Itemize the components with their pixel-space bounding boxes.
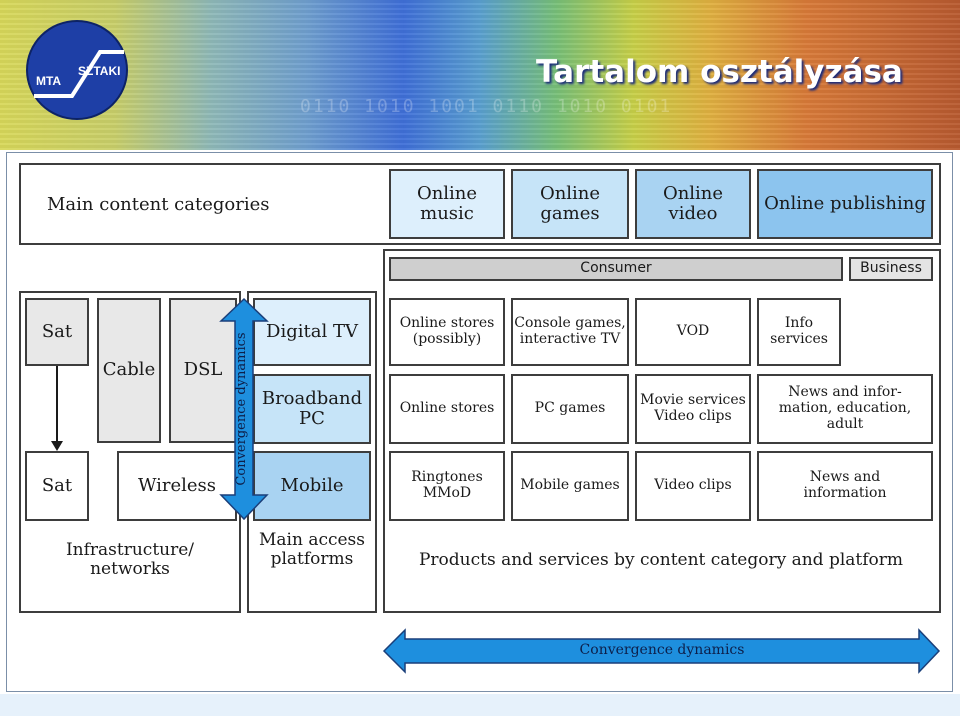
segment-consumer: Consumer [389, 257, 843, 281]
product-r3-c1: Ringtones MMoD [389, 451, 505, 521]
infra-sat-top: Sat [25, 298, 89, 366]
product-r1-c3: VOD [635, 298, 751, 366]
diagram-frame: Main content categories Online music Onl… [6, 152, 953, 692]
platform-digital-tv: Digital TV [253, 298, 371, 366]
logo-right-text: SZTAKI [78, 64, 121, 78]
horizontal-arrow-label: Convergence dynamics [579, 642, 745, 658]
platform-mobile: Mobile [253, 451, 371, 521]
product-r2-c3: Movie services Video clips [635, 374, 751, 444]
product-r1-c2: Console games, interactive TV [511, 298, 629, 366]
product-r3-c4: News and information [757, 451, 933, 521]
logo-mark-icon [34, 50, 124, 98]
vertical-convergence-arrow-icon [219, 297, 269, 521]
product-r3-c3: Video clips [635, 451, 751, 521]
platforms-label: Main access platforms [258, 530, 366, 570]
infra-dsl: DSL [169, 298, 237, 443]
infra-cable: Cable [97, 298, 161, 443]
banner-texture [0, 0, 960, 150]
sztaki-logo: MTA SZTAKI [26, 20, 128, 120]
infrastructure-label: Infrastructure/ networks [65, 540, 195, 580]
platform-broadband-pc: Broadband PC [253, 374, 371, 444]
product-r2-c2: PC games [511, 374, 629, 444]
product-r1-c4: Info services [757, 298, 841, 366]
horizontal-convergence-arrow-icon [382, 628, 941, 674]
product-r2-c1: Online stores [389, 374, 505, 444]
product-r3-c2: Mobile games [511, 451, 629, 521]
infra-sat-bottom: Sat [25, 451, 89, 521]
header-banner: 0110 1010 1001 0110 1010 0101 [0, 0, 960, 150]
category-online-music: Online music [389, 169, 505, 239]
page-title: Tartalom osztályzása [536, 54, 903, 90]
logo-left-text: MTA [36, 74, 62, 88]
category-online-video: Online video [635, 169, 751, 239]
diagram-arrows [51, 297, 941, 674]
main-content-categories-label: Main content categories [47, 194, 270, 215]
infra-wireless: Wireless [117, 451, 237, 521]
banner-decoration: 0110 1010 1001 0110 1010 0101 [300, 96, 673, 117]
category-online-publishing: Online publishing [757, 169, 933, 239]
category-online-games: Online games [511, 169, 629, 239]
product-r2-c4: News and infor-mation, education, adult [757, 374, 933, 444]
segment-business: Business [849, 257, 933, 281]
sat-link-arrow-head-icon [51, 441, 63, 451]
product-r1-c1: Online stores (possibly) [389, 298, 505, 366]
vertical-arrow-label: Convergence dynamics [234, 332, 249, 486]
footer-bar [0, 694, 960, 716]
products-label: Products and services by content categor… [418, 550, 904, 570]
